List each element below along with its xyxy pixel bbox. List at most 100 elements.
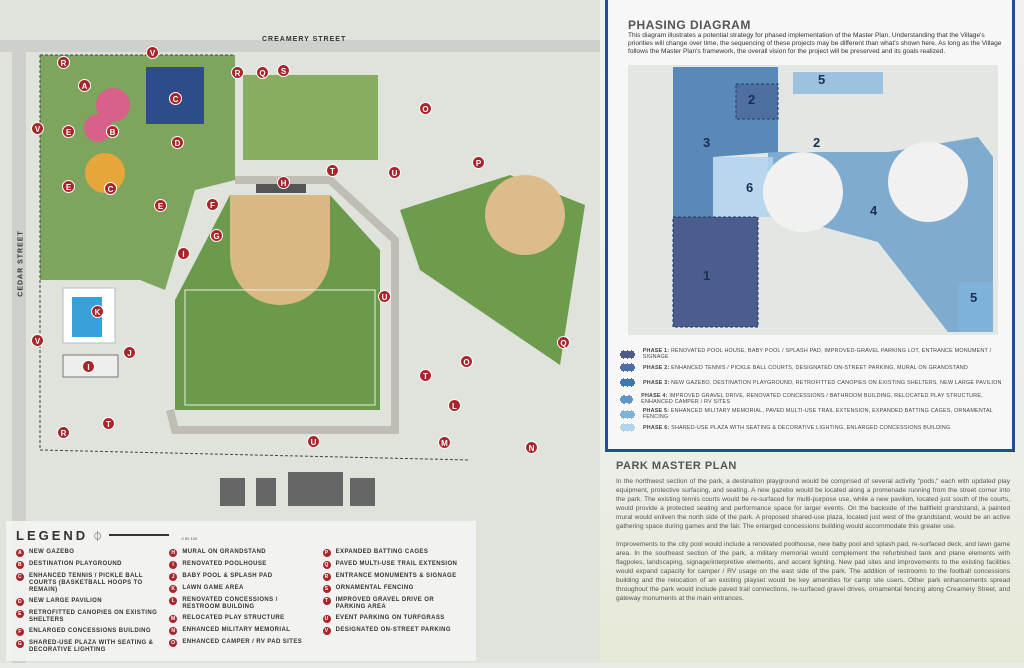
phase-description: IMPROVED GRAVEL DRIVE, RENOVATED CONCESS… (641, 393, 983, 405)
phase-swatch (620, 363, 635, 372)
phase-area-number: 3 (703, 135, 711, 150)
legend-item-label: ORNAMENTAL FENCING (335, 585, 414, 591)
legend-key-badge: C (16, 573, 24, 581)
phase-description: ENHANCED TENNIS / PICKLE BALL COURTS, DE… (671, 364, 968, 371)
phase-label: PHASE 6: (643, 424, 670, 431)
plan-marker-o: O (460, 355, 473, 368)
phase-2-area (735, 83, 779, 120)
phase-swatch (620, 378, 635, 387)
phase-area-number: 1 (703, 268, 711, 283)
plan-marker-o: O (419, 102, 432, 115)
plan-marker-p: P (472, 156, 485, 169)
phase-legend-row: PHASE 3: NEW GAZEBO, DESTINATION PLAYGRO… (620, 378, 1002, 387)
plan-marker-r: R (57, 426, 70, 439)
plan-marker-r: R (231, 66, 244, 79)
building (256, 478, 276, 506)
legend-item-label: SHARED-USE PLAZA WITH SEATING & DECORATI… (29, 640, 154, 653)
scale-bar (109, 534, 170, 536)
plan-marker-r: R (57, 56, 70, 69)
gravel-drive (166, 176, 399, 434)
plan-marker-g: G (210, 229, 223, 242)
master-plan-paragraph: In the northwest section of the park, a … (616, 478, 1010, 530)
phase-5-area (958, 282, 993, 332)
phase-area-number: 5 (818, 72, 826, 87)
legend-item: S ORNAMENTAL FENCING (322, 585, 466, 593)
plan-marker-u: U (307, 435, 320, 448)
legend-key-badge: S (322, 585, 331, 593)
phasing-map (628, 65, 998, 335)
street-label-cedar: CEDAR STREET (17, 230, 25, 297)
plan-marker-t: T (419, 369, 432, 382)
building (350, 478, 375, 506)
plan-marker-v: V (146, 46, 159, 59)
plan-marker-k: K (91, 305, 104, 318)
phase-area-number: 5 (970, 290, 978, 305)
legend-item-label: ENHANCED CAMPER / RV PAD SITES (182, 639, 303, 645)
building (220, 478, 245, 506)
legend-key-badge: M (169, 615, 178, 623)
park-boundary (39, 54, 471, 461)
plan-marker-e: E (62, 125, 75, 138)
phase-label: PHASE 2: (643, 364, 670, 371)
ballfield (763, 152, 843, 232)
legend-key-badge: V (322, 627, 331, 635)
plan-marker-v: V (31, 334, 44, 347)
phase-swatch (620, 409, 635, 419)
cedar-street (12, 40, 26, 663)
plan-marker-l: L (448, 399, 461, 412)
plan-marker-t: T (326, 164, 339, 177)
plan-marker-v: V (31, 122, 44, 135)
phasing-title: PHASING DIAGRAM (628, 18, 751, 32)
legend-key-badge: I (169, 561, 178, 569)
legend-item: K LAWN GAME AREA (169, 585, 312, 593)
plan-marker-j: J (123, 346, 136, 359)
legend-title: LEGEND (16, 528, 89, 543)
phase-description: RENOVATED POOL HOUSE, BABY POOL / SPLASH… (642, 348, 992, 360)
playground-pod (84, 114, 112, 142)
plan-marker-a: A (78, 79, 91, 92)
infield (230, 195, 330, 305)
legend-key-badge: G (16, 640, 24, 648)
scale-label: 0 50 100 (181, 536, 198, 541)
plan-marker-u: U (388, 166, 401, 179)
legend-key-badge: K (169, 585, 178, 593)
plan-marker-u: U (378, 290, 391, 303)
phasing-diagram-panel: PHASING DIAGRAM This diagram illustrates… (605, 0, 1015, 452)
phase-description: NEW GAZEBO, DESTINATION PLAYGROUND, RETR… (671, 379, 1002, 386)
phase-swatch (620, 394, 634, 404)
phase-legend-row: PHASE 6: SHARED-USE PLAZA WITH SEATING &… (620, 423, 950, 432)
plan-marker-q: Q (557, 336, 570, 349)
legend-key-badge: T (322, 597, 331, 605)
plan-marker-e: E (154, 199, 167, 212)
plan-marker-n: N (525, 441, 538, 454)
plan-marker-i: I (177, 247, 190, 260)
legend-key-badge: P (322, 549, 331, 557)
legend-item-label: ENLARGED CONCESSIONS BUILDING (29, 628, 151, 634)
legend-key-badge: E (16, 610, 24, 618)
legend-item: G SHARED-USE PLAZA WITH SEATING & DECORAT… (16, 640, 159, 654)
phase-area-number: 2 (813, 135, 821, 150)
ballfield (888, 142, 968, 222)
legend-key-badge: B (16, 561, 24, 569)
plan-marker-d: D (171, 136, 184, 149)
legend-item-label: ENTRANCE MONUMENTS & SIGNAGE (335, 573, 457, 579)
legend-key-badge: L (169, 597, 178, 605)
legend-key-badge: A (16, 549, 24, 557)
phase-6-area (713, 157, 773, 217)
legend-item-label: LAWN GAME AREA (182, 585, 244, 591)
phase-5-area (793, 72, 883, 94)
plan-marker-i: I (82, 360, 95, 373)
plan-marker-b: B (106, 125, 119, 138)
plan-marker-h: H (277, 176, 290, 189)
legend-key-badge: R (322, 573, 331, 581)
plan-marker-f: F (206, 198, 219, 211)
north-arrow-icon: ⏀ (92, 532, 103, 543)
